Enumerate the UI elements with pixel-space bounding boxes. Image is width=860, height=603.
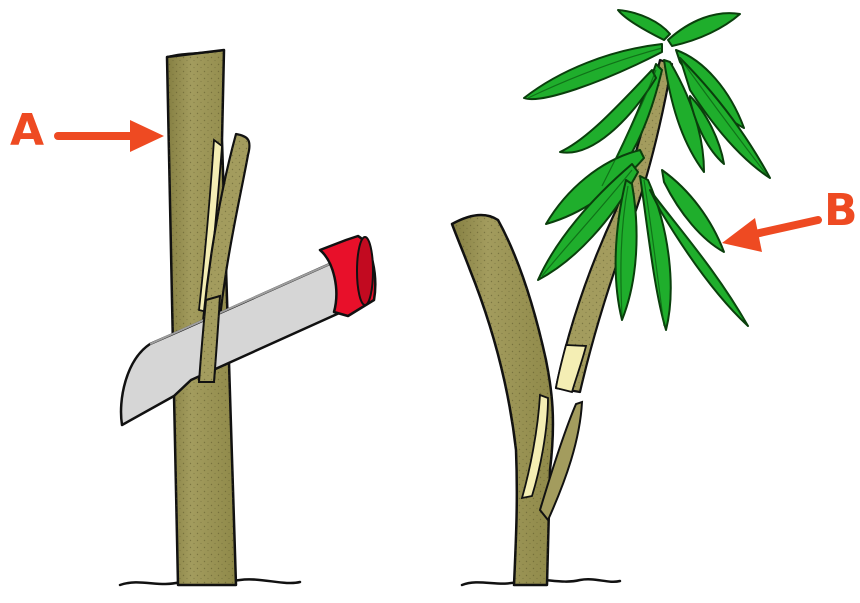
label-a: A <box>10 105 44 156</box>
knife-blade <box>121 262 346 425</box>
right-plant <box>452 10 770 585</box>
left-plant <box>120 50 375 585</box>
label-b: B <box>824 185 858 236</box>
arrow-b-head <box>722 218 762 252</box>
leaf <box>668 13 740 46</box>
knife <box>121 236 375 425</box>
arrow-b: B <box>722 185 858 252</box>
arrow-a-head <box>130 120 164 152</box>
arrow-a: A <box>10 105 164 156</box>
leaf <box>662 170 724 252</box>
leaf <box>618 10 670 40</box>
